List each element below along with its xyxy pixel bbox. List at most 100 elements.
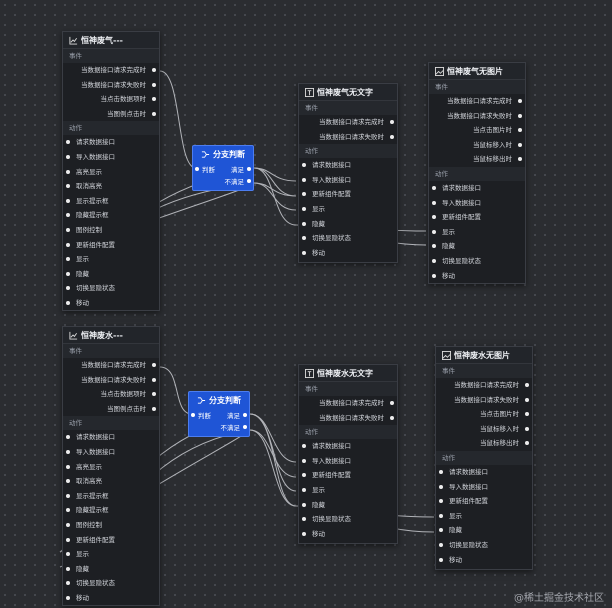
action-row[interactable]: 隐藏提示框: [63, 208, 159, 223]
action-row[interactable]: 请求数据接口: [299, 158, 397, 173]
event-row[interactable]: 当鼠标移入时: [429, 138, 525, 153]
output-port[interactable]: [390, 401, 394, 405]
text-node-top[interactable]: 恒神废气无文字 事件 当数据接口请求完成时 当数据接口请求失败时 动作 请求数据…: [298, 83, 398, 263]
input-port[interactable]: [66, 537, 70, 542]
input-port[interactable]: [66, 479, 70, 484]
action-row[interactable]: 显示: [436, 509, 532, 524]
action-row[interactable]: 更新组件配置: [436, 494, 532, 509]
action-row[interactable]: 导入数据接口: [63, 150, 159, 165]
branch-node-top[interactable]: 分支判断 判断 满足 不满足: [192, 145, 254, 191]
input-port[interactable]: [302, 192, 306, 197]
event-row[interactable]: 当点击图片时: [429, 123, 525, 138]
action-row[interactable]: 显示: [429, 225, 525, 240]
node-header[interactable]: 恒神废水---: [63, 327, 159, 344]
input-port[interactable]: [66, 286, 70, 291]
action-row[interactable]: 请求数据接口: [436, 465, 532, 480]
input-port[interactable]: [302, 444, 306, 449]
output-port[interactable]: [390, 134, 394, 139]
output-port[interactable]: [525, 397, 529, 402]
input-port[interactable]: [302, 221, 306, 226]
event-row[interactable]: 当数据接口请求完成时: [299, 396, 397, 411]
input-port[interactable]: [439, 528, 443, 533]
event-row[interactable]: 当鼠标移入时: [436, 422, 532, 437]
action-row[interactable]: 高亮显示: [63, 165, 159, 180]
input-port[interactable]: [302, 502, 306, 507]
input-port[interactable]: [432, 200, 436, 205]
action-row[interactable]: 显示: [63, 547, 159, 562]
input-port[interactable]: [66, 184, 70, 189]
action-row[interactable]: 移动: [63, 296, 159, 311]
action-row[interactable]: 显示: [299, 483, 397, 498]
output-port[interactable]: [152, 111, 156, 116]
action-row[interactable]: 图例控制: [63, 518, 159, 533]
event-row[interactable]: 当鼠标移出时: [429, 152, 525, 167]
output-port[interactable]: [152, 68, 156, 72]
action-row[interactable]: 切换显隐状态: [299, 512, 397, 527]
action-row[interactable]: 更新组件配置: [429, 210, 525, 225]
action-row[interactable]: 隐藏: [299, 498, 397, 513]
action-row[interactable]: 切换显隐状态: [429, 254, 525, 269]
input-port[interactable]: [66, 213, 70, 218]
input-port[interactable]: [66, 552, 70, 557]
event-row[interactable]: 当点击数据项时: [63, 92, 159, 107]
output-port[interactable]: [518, 157, 522, 162]
node-header[interactable]: 恒神废气无文字: [299, 84, 397, 101]
input-port[interactable]: [66, 581, 70, 586]
input-port[interactable]: [66, 464, 70, 469]
input-port[interactable]: [66, 300, 70, 305]
yes-output-port[interactable]: [243, 413, 247, 417]
action-row[interactable]: 请求数据接口: [429, 181, 525, 196]
action-row[interactable]: 移动: [436, 553, 532, 568]
branch-node-bottom[interactable]: 分支判断 判断 满足 不满足: [188, 391, 250, 437]
input-port[interactable]: [302, 487, 306, 492]
input-port[interactable]: [66, 140, 70, 145]
event-row[interactable]: 当点击图片时: [436, 407, 532, 422]
input-port[interactable]: [66, 257, 70, 262]
event-row[interactable]: 当数据接口请求完成时: [63, 63, 159, 78]
input-port[interactable]: [432, 244, 436, 249]
input-port[interactable]: [66, 271, 70, 276]
action-row[interactable]: 导入数据接口: [63, 445, 159, 460]
input-port[interactable]: [439, 557, 443, 562]
chart-node-bottom[interactable]: 恒神废水--- 事件 当数据接口请求完成时 当数据接口请求失败时 当点击数据项时…: [62, 326, 160, 606]
input-port[interactable]: [439, 542, 443, 547]
action-row[interactable]: 隐藏: [429, 239, 525, 254]
input-port[interactable]: [66, 242, 70, 247]
yes-output-port[interactable]: [247, 167, 251, 171]
action-row[interactable]: 导入数据接口: [429, 196, 525, 211]
event-row[interactable]: 当数据接口请求完成时: [63, 358, 159, 373]
input-port[interactable]: [432, 215, 436, 220]
action-row[interactable]: 请求数据接口: [63, 135, 159, 150]
action-row[interactable]: 导入数据接口: [436, 480, 532, 495]
output-port[interactable]: [518, 128, 522, 133]
output-port[interactable]: [152, 406, 156, 411]
branch-row[interactable]: 判断 满足: [189, 408, 249, 421]
action-row[interactable]: 取消高亮: [63, 179, 159, 194]
branch-row[interactable]: 不满足: [193, 175, 253, 188]
output-port[interactable]: [390, 120, 394, 124]
input-port[interactable]: [66, 227, 70, 232]
event-row[interactable]: 当图例点击时: [63, 107, 159, 122]
output-port[interactable]: [152, 97, 156, 102]
action-row[interactable]: 显示: [63, 252, 159, 267]
output-port[interactable]: [518, 99, 522, 103]
input-port[interactable]: [439, 484, 443, 489]
action-row[interactable]: 高亮显示: [63, 460, 159, 475]
action-row[interactable]: 导入数据接口: [299, 454, 397, 469]
input-port[interactable]: [66, 154, 70, 159]
action-row[interactable]: 图例控制: [63, 223, 159, 238]
action-row[interactable]: 切换显隐状态: [436, 538, 532, 553]
action-row[interactable]: 隐藏: [436, 523, 532, 538]
input-port[interactable]: [432, 229, 436, 234]
chart-node-top[interactable]: 恒神废气--- 事件 当数据接口请求完成时 当数据接口请求失败时 当点击数据项时…: [62, 31, 160, 311]
event-row[interactable]: 当数据接口请求完成时: [429, 94, 525, 109]
event-row[interactable]: 当鼠标移出时: [436, 436, 532, 451]
action-row[interactable]: 请求数据接口: [299, 439, 397, 454]
action-row[interactable]: 隐藏: [63, 267, 159, 282]
input-port[interactable]: [66, 522, 70, 527]
input-port[interactable]: [66, 435, 70, 440]
input-port[interactable]: [66, 169, 70, 174]
branch-header[interactable]: 分支判断: [193, 146, 253, 162]
event-row[interactable]: 当数据接口请求失败时: [429, 109, 525, 124]
input-port[interactable]: [302, 236, 306, 241]
